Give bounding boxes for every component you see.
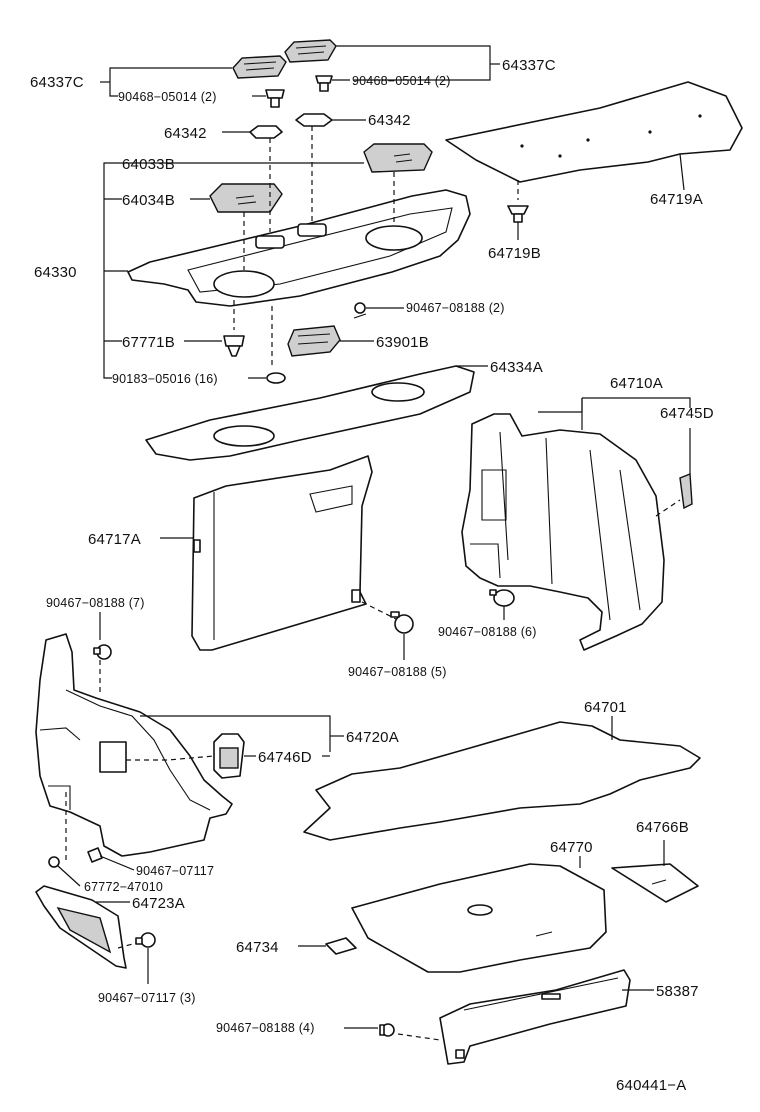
label-90467-08188-5: 90467−08188 (5) bbox=[348, 665, 447, 679]
gasket-64342-right bbox=[295, 113, 333, 127]
label-90183: 90183−05016 (16) bbox=[112, 372, 218, 386]
sill-plate-58387 bbox=[439, 969, 631, 1065]
screw-90467-08188-6 bbox=[489, 589, 515, 607]
label-64723A: 64723A bbox=[132, 895, 185, 912]
label-64745D: 64745D bbox=[660, 405, 714, 422]
tray-trim-64334A bbox=[145, 365, 475, 461]
label-64701: 64701 bbox=[584, 699, 627, 716]
label-64734: 64734 bbox=[236, 939, 279, 956]
floor-mat-64701 bbox=[303, 721, 701, 841]
label-90467-08188-6: 90467−08188 (6) bbox=[438, 625, 537, 639]
mat-64766B bbox=[611, 863, 699, 903]
label-90467-08188-2: 90467−08188 (2) bbox=[406, 301, 505, 315]
label-90467-07117-3: 90467−07117 (3) bbox=[98, 991, 196, 1005]
label-64034B: 64034B bbox=[122, 192, 175, 209]
package-tray-64330 bbox=[127, 189, 471, 307]
bracket-63901B bbox=[287, 325, 341, 357]
label-64330: 64330 bbox=[34, 264, 77, 281]
diagram-id: 640441−A bbox=[616, 1077, 686, 1094]
plate-64734 bbox=[325, 937, 357, 955]
quarter-trim-64720A bbox=[35, 633, 233, 857]
label-64717A: 64717A bbox=[88, 531, 141, 548]
tray-mat-64719A bbox=[445, 81, 743, 183]
grille-panel-64033B bbox=[363, 143, 433, 173]
clip-90468-left bbox=[265, 89, 285, 108]
fastener-67771B bbox=[223, 335, 245, 357]
label-64719A: 64719A bbox=[650, 191, 703, 208]
label-90467-08188-4: 90467−08188 (4) bbox=[216, 1021, 315, 1035]
screw-90467-08188-2 bbox=[353, 302, 367, 319]
label-64746D: 64746D bbox=[258, 749, 312, 766]
clip-90468-right bbox=[315, 75, 333, 92]
label-64710A: 64710A bbox=[610, 375, 663, 392]
trim-board-64717A bbox=[191, 455, 373, 651]
clip-64745D bbox=[679, 472, 693, 510]
label-64719B: 64719B bbox=[488, 245, 541, 262]
label-64033B: 64033B bbox=[122, 156, 175, 173]
label-90467-08188-7: 90467−08188 (7) bbox=[46, 596, 145, 610]
label-90468-right: 90468−05014 (2) bbox=[352, 74, 451, 88]
clip-64719B bbox=[507, 205, 529, 223]
label-90467-07117: 90467−07117 bbox=[136, 864, 214, 878]
clip-67772-47010 bbox=[48, 856, 60, 868]
label-67772: 67772−47010 bbox=[84, 880, 163, 894]
label-90468-left: 90468−05014 (2) bbox=[118, 90, 217, 104]
cover-64723A bbox=[35, 885, 127, 969]
label-58387: 58387 bbox=[656, 983, 699, 1000]
label-64770: 64770 bbox=[550, 839, 593, 856]
screw-90467-08188-7 bbox=[93, 644, 112, 660]
label-67771B: 67771B bbox=[122, 334, 175, 351]
label-63901B: 63901B bbox=[376, 334, 429, 351]
label-64720A: 64720A bbox=[346, 729, 399, 746]
clip-90183 bbox=[266, 372, 286, 384]
screw-90467-08188-5 bbox=[390, 611, 414, 634]
label-64334A: 64334A bbox=[490, 359, 543, 376]
grille-panel-64034B bbox=[209, 183, 283, 213]
screw-90467-07117 bbox=[87, 847, 103, 863]
label-64342-right: 64342 bbox=[368, 112, 411, 129]
screw-90467-08188-4 bbox=[379, 1023, 395, 1037]
bracket-64337C-right bbox=[336, 45, 491, 81]
speaker-grille-cover-right bbox=[284, 39, 337, 63]
side-trim-64710A bbox=[461, 413, 665, 651]
label-64337C-right: 64337C bbox=[502, 57, 556, 74]
speaker-grille-cover-left bbox=[232, 55, 287, 79]
screw-90467-07117-3 bbox=[135, 932, 156, 948]
label-64342-left: 64342 bbox=[164, 125, 207, 142]
floor-board-64770 bbox=[351, 863, 607, 973]
gasket-64342-left bbox=[249, 125, 283, 139]
label-64766B: 64766B bbox=[636, 819, 689, 836]
vent-64746D bbox=[213, 733, 245, 779]
label-64337C-left: 64337C bbox=[30, 74, 84, 91]
